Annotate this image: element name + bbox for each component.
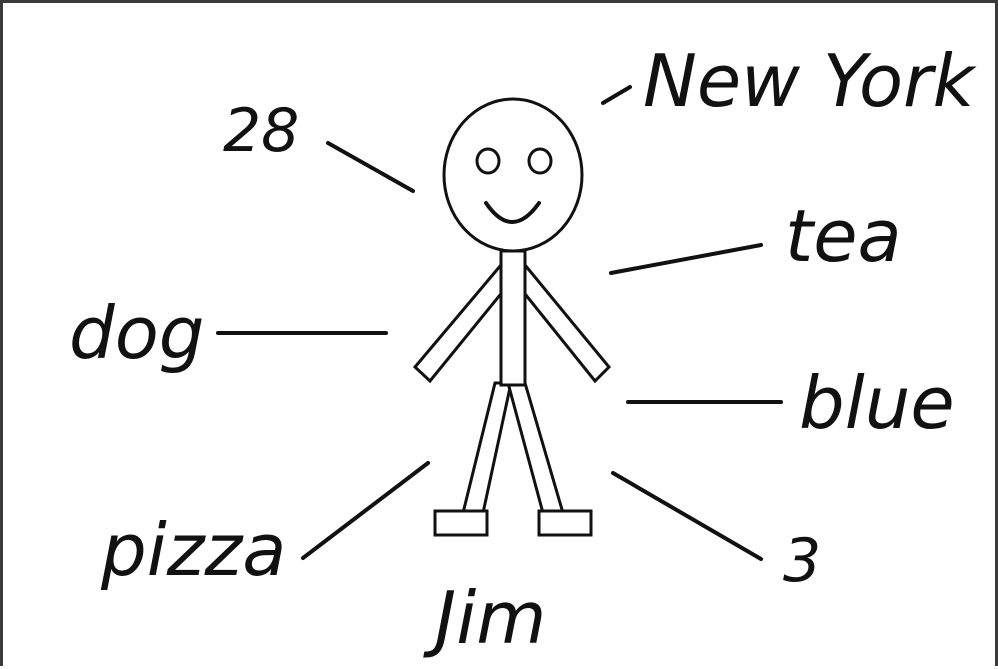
label-food: pizza: [100, 508, 286, 592]
stick-figure: [412, 97, 612, 537]
connector-age: [326, 141, 415, 193]
left-leg: [461, 381, 513, 515]
connector-food: [301, 461, 430, 560]
right-foot: [537, 509, 593, 537]
figure-name: Jim: [423, 576, 546, 660]
left-foot: [433, 509, 489, 537]
left-arm: [412, 262, 515, 384]
left-eye: [475, 147, 501, 175]
right-eye: [527, 147, 553, 175]
smile: [484, 201, 541, 224]
right-arm: [511, 262, 612, 384]
label-color: blue: [799, 361, 955, 445]
label-city: New York: [643, 39, 978, 123]
label-number: 3: [783, 526, 821, 596]
label-drink: tea: [785, 194, 902, 278]
connector-city: [601, 85, 632, 105]
torso: [499, 249, 527, 387]
stick-figure-diagram: 28 New York tea dog blue pizza 3 Jim: [69, 39, 978, 660]
label-age: 28: [223, 96, 299, 166]
head: [442, 97, 584, 253]
label-pet: dog: [69, 291, 204, 375]
right-leg: [506, 381, 566, 515]
connector-drink: [609, 243, 763, 275]
connector-number: [611, 471, 763, 561]
